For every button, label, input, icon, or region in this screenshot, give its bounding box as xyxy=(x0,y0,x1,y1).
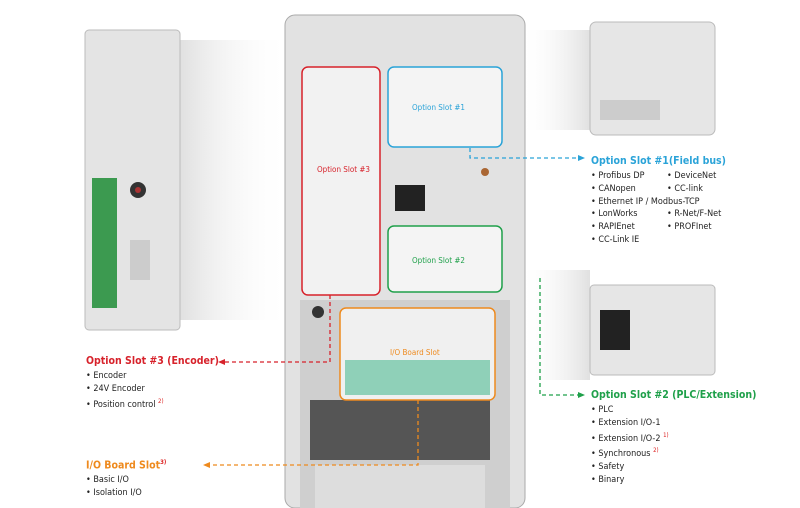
option-slot-1-box xyxy=(387,66,503,148)
slot2-device-label: Option Slot #2 xyxy=(412,256,465,265)
io-title: I/O Board Slot3) xyxy=(86,459,167,472)
list-item: LonWorks xyxy=(598,209,638,220)
list-item: Extension I/O-1 xyxy=(591,417,669,430)
list-item: CANopen xyxy=(598,183,636,194)
list-item: Position control 2) xyxy=(86,396,163,412)
option-slot-3-box xyxy=(301,66,381,296)
io-list: Basic I/O Isolation I/O xyxy=(86,474,142,500)
list-item: Encoder xyxy=(86,370,164,383)
slot2-list: PLC Extension I/O-1 Extension I/O-2 1) S… xyxy=(591,404,669,487)
slot1-arrow xyxy=(469,148,578,159)
list-item: Extension I/O-2 1) xyxy=(591,430,668,446)
motion-streaks xyxy=(180,30,590,380)
io-device-label: I/O Board Slot xyxy=(390,348,440,357)
plc-module-image xyxy=(589,284,716,376)
slot3-title: Option Slot #3 (Encoder) xyxy=(86,355,219,367)
list-item: Safety xyxy=(591,461,669,474)
list-item: CC-link xyxy=(674,183,703,194)
slot1-device-label: Option Slot #1 xyxy=(412,103,465,112)
list-item: Profibus DP xyxy=(598,171,645,181)
list-item: Synchronous 2) xyxy=(591,445,669,461)
list-item: 24V Encoder xyxy=(86,383,164,396)
slot2-title: Option Slot #2 (PLC/Extension) xyxy=(591,389,757,401)
list-item: Isolation I/O xyxy=(86,487,141,500)
list-item: Basic I/O xyxy=(86,474,142,487)
list-item: R-Net/F-Net xyxy=(674,209,722,220)
slot3-arrow xyxy=(225,295,331,363)
fieldbus-module-image xyxy=(589,21,716,136)
option-slot-2-box xyxy=(387,225,503,293)
slot3-device-label: Option Slot #3 xyxy=(317,165,370,174)
list-item: Ethernet IP / Modbus-TCP xyxy=(598,196,700,207)
slot1-title: Option Slot #1(Field bus) xyxy=(591,155,726,167)
slot3-list: Encoder 24V Encoder Position control 2) xyxy=(86,370,164,412)
list-item: RAPIEnet xyxy=(598,222,635,233)
list-item: DeviceNet xyxy=(674,171,717,181)
encoder-module-image xyxy=(84,29,181,331)
list-item: PROFInet xyxy=(674,222,712,233)
list-item: Binary xyxy=(591,474,669,487)
slot2-arrow xyxy=(539,278,578,396)
io-arrow xyxy=(210,400,419,466)
list-item: PLC xyxy=(591,404,669,417)
list-item: CC-Link IE xyxy=(598,234,640,245)
